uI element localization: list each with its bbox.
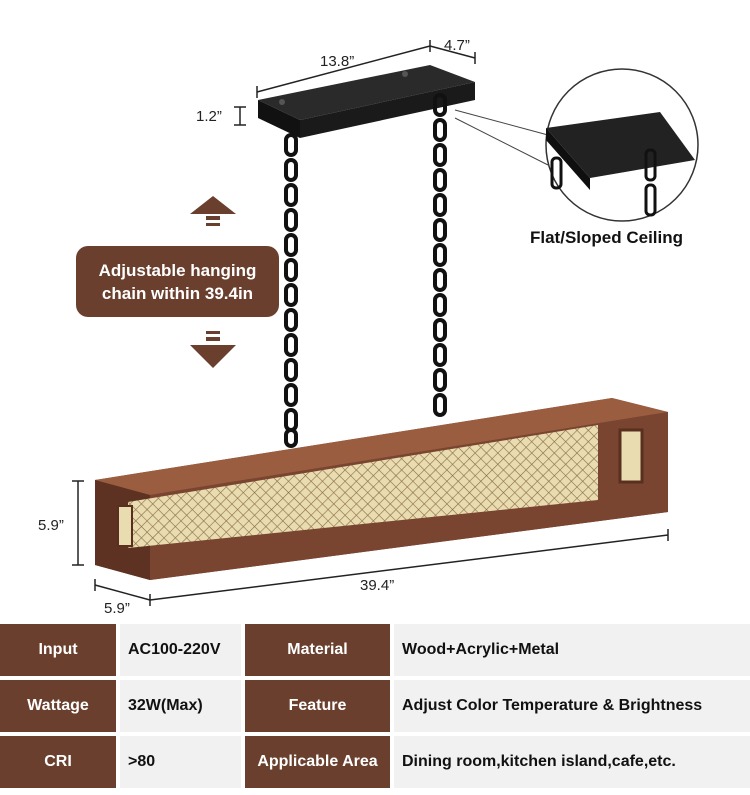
spec-label: Material: [245, 624, 390, 676]
canopy-length-label: 13.8”: [320, 53, 354, 70]
wood-fixture: [95, 398, 668, 580]
spec-label: Wattage: [0, 680, 116, 732]
spec-value: Dining room,kitchen island,cafe,etc.: [394, 736, 750, 788]
spec-label: CRI: [0, 736, 116, 788]
spec-row: CRI >80 Applicable Area Dining room,kitc…: [0, 736, 750, 788]
arrow-up-icon: [190, 196, 236, 226]
right-chain: [433, 93, 447, 417]
spec-label: Feature: [245, 680, 390, 732]
spec-row: Input AC100-220V Material Wood+Acrylic+M…: [0, 624, 750, 676]
spec-label: Applicable Area: [245, 736, 390, 788]
fixture-depth-label: 5.9”: [104, 600, 130, 617]
canopy-dimension-lines: [234, 40, 476, 126]
left-chain: [284, 133, 298, 448]
canopy-width-label: 4.7”: [444, 37, 470, 54]
spec-label: Input: [0, 624, 116, 676]
spec-value: 32W(Max): [120, 680, 241, 732]
fixture-length-label: 39.4”: [360, 577, 394, 594]
spec-value: AC100-220V: [120, 624, 241, 676]
canopy: [258, 65, 475, 138]
spec-row: Wattage 32W(Max) Feature Adjust Color Te…: [0, 680, 750, 732]
spec-value: Adjust Color Temperature & Brightness: [394, 680, 750, 732]
adjustable-chain-callout: Adjustable hanging chain within 39.4in: [76, 246, 279, 317]
canopy-height-label: 1.2”: [196, 108, 222, 125]
fixture-dimension-lines: [72, 480, 669, 606]
ceiling-detail-inset: [454, 68, 699, 222]
spec-value: >80: [120, 736, 241, 788]
ceiling-label: Flat/Sloped Ceiling: [530, 228, 684, 247]
chandelier-illustration: 13.8” 4.7” 1.2”: [38, 37, 699, 617]
callout-line-2: chain within 39.4in: [101, 283, 254, 303]
callout-line-1: Adjustable hanging: [98, 260, 257, 280]
spec-value: Wood+Acrylic+Metal: [394, 624, 750, 676]
fixture-height-label: 5.9”: [38, 517, 64, 534]
arrow-down-icon: [190, 331, 236, 368]
